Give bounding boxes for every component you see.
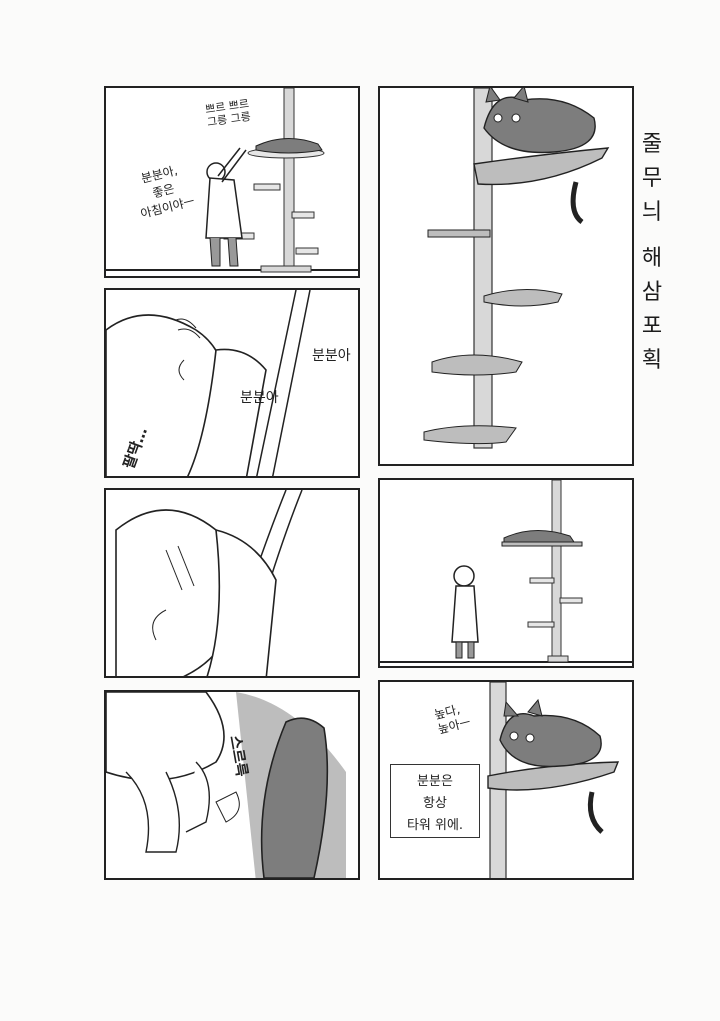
title-char: 늬 [641, 200, 663, 225]
title-char: 삼 [641, 280, 663, 305]
call-bunbun-top: 분분아 [312, 348, 351, 364]
title-char: 무 [641, 166, 663, 191]
title-char [638, 230, 666, 242]
title-char: 줄 [641, 132, 663, 157]
panel-5-looking-up [378, 478, 634, 668]
call-bunbun-middle: 분분아 [240, 390, 279, 406]
panel-3-silent-face [104, 488, 360, 678]
panel-5-art [380, 480, 632, 663]
panel-1-art [106, 88, 358, 273]
panel-2-art [106, 290, 311, 476]
panel-3-art [115, 490, 303, 676]
panel-6-cat-up-high: 높다, 높아ㅡ [378, 680, 634, 880]
caption-box-always-on-tower: 분분은 항상 타워 위에. [390, 764, 480, 838]
panel-4-art [423, 88, 610, 449]
title-char: 포 [641, 314, 663, 339]
title-char: 획 [641, 348, 663, 373]
panel-8-art [106, 692, 346, 878]
panel-6-art [487, 682, 620, 878]
panel-8-cat-sliding: 스르륵 [104, 690, 360, 880]
panel-1-morning-greeting: 쁘르 쁘르 그릉 그릉 분분아, 좋은 아침이야ㅡ [104, 86, 360, 278]
panel-2-calling: 분분아 분분아 팔딱… [104, 288, 360, 478]
title-char: 해 [641, 246, 663, 271]
panel-4-cat-on-tower [378, 86, 634, 466]
